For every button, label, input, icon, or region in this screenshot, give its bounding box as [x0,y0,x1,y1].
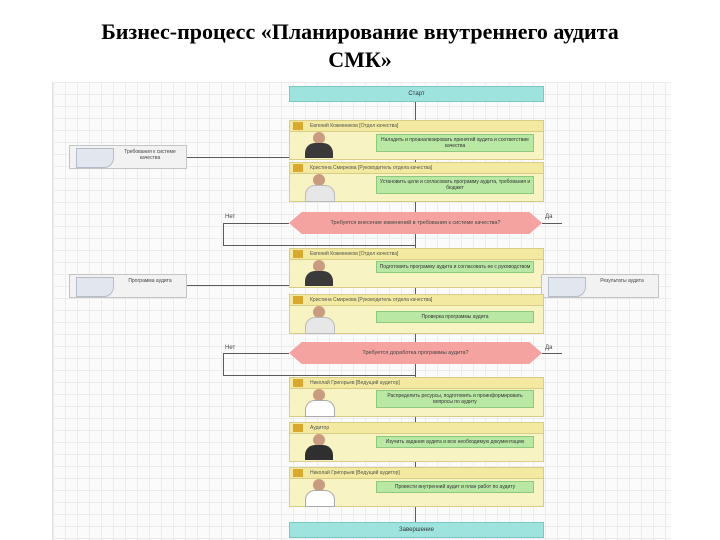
role-tag-icon [293,424,303,432]
person-icon [302,306,336,334]
process-step-4: Кристина Смирнова [Руководитель отдела к… [289,294,544,334]
title-line-1: Бизнес-процесс «Планирование внутреннего… [101,19,619,44]
no-label: Нет [225,345,236,351]
role-tag-icon [293,122,303,130]
decision-1: Требуется внесение изменений в требовани… [289,212,542,234]
step-role: Кристина Смирнова [Руководитель отдела к… [310,297,433,303]
step-role: Николай Григорьев [Ведущий аудитор] [310,380,400,386]
yes-label: Да [545,214,553,220]
process-step-6: Аудитор Изучить задания аудита и всю нео… [289,422,544,462]
role-tag-icon [293,164,303,172]
step-task: Провести внутренний аудит и план работ п… [376,481,534,493]
end-node: Завершение [289,522,544,538]
step-role: Николай Григорьев [Ведущий аудитор] [310,470,400,476]
step-task: Подготовить программу аудита и согласова… [376,261,534,273]
process-step-3: Евгений Кожевников [Отдел качества] Подг… [289,248,544,288]
person-icon [302,174,336,202]
process-step-2: Кристина Смирнова [Руководитель отдела к… [289,162,544,202]
role-tag-icon [293,379,303,387]
title-line-2: СМК» [328,47,392,72]
step-task: Проверка программы аудита [376,311,534,323]
page-title: Бизнес-процесс «Планирование внутреннего… [0,18,720,74]
step-role: Кристина Смирнова [Руководитель отдела к… [310,165,433,171]
decision-2: Требуется доработка программы аудита? [289,342,542,364]
document-audit-results: Результаты аудита [541,274,659,298]
start-node: Старт [289,86,544,102]
step-task: Установить цели и согласовать программу … [376,176,534,194]
step-role: Евгений Кожевников [Отдел качества] [310,251,399,257]
person-icon [302,434,336,460]
document-audit-program: Программа аудита [69,274,187,298]
step-task: Изучить задания аудита и всю необходимую… [376,436,534,448]
document-icon [76,148,114,168]
role-tag-icon [293,296,303,304]
process-step-7: Николай Григорьев [Ведущий аудитор] Пров… [289,467,544,507]
person-icon [302,389,336,417]
no-label: Нет [225,214,236,220]
step-role: Аудитор [310,425,330,431]
person-icon [302,479,336,507]
role-tag-icon [293,469,303,477]
yes-label: Да [545,345,553,351]
document-icon [76,277,114,297]
role-tag-icon [293,250,303,258]
document-icon [548,277,586,297]
step-role: Евгений Кожевников [Отдел качества] [310,123,399,129]
step-task: Распределить ресурсы, подготовить и прои… [376,390,534,408]
step-task: Наладить и проанализировать принятий ауд… [376,134,534,152]
process-diagram: Старт Евгений Кожевников [Отдел качества… [52,82,671,540]
process-step-1: Евгений Кожевников [Отдел качества] Нала… [289,120,544,160]
document-requirements: Требования к системе качества [69,145,187,169]
person-icon [302,132,336,158]
person-icon [302,260,336,286]
process-step-5: Николай Григорьев [Ведущий аудитор] Расп… [289,377,544,417]
